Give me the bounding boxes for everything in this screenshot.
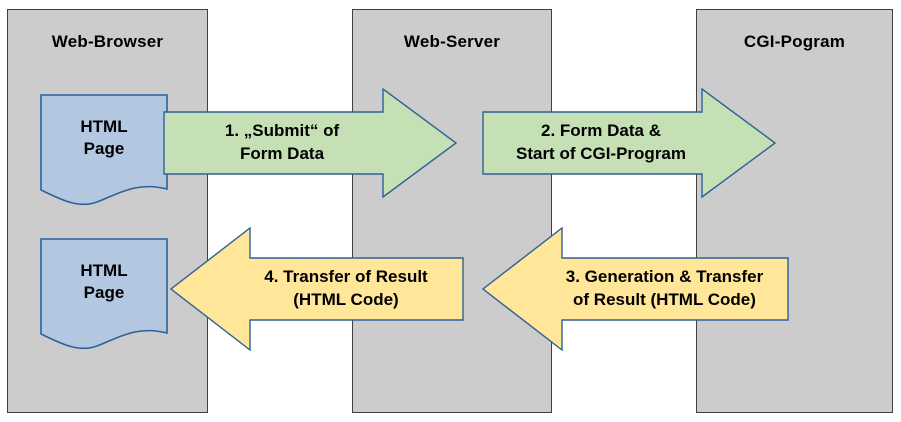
lane-title-web-server: Web-Server <box>403 32 501 51</box>
html-page-label-top: HTML Page <box>80 117 128 159</box>
html-page-document-top: HTML Page <box>40 94 168 206</box>
arrow-step-2-form-data-start-cgi: 2. Form Data & Start of CGI-Program <box>482 88 776 198</box>
right-arrow-icon <box>482 88 776 198</box>
lane-cgi-program: CGI-Pogram <box>696 9 893 413</box>
left-arrow-icon <box>482 227 789 351</box>
arrow-step-3-generation-transfer-result: 3. Generation & Transfer of Result (HTML… <box>482 227 789 351</box>
html-page-label-bottom: HTML Page <box>80 261 128 303</box>
right-arrow-icon <box>163 88 457 198</box>
left-arrow-icon <box>170 227 464 351</box>
lane-web-browser: Web-Browser <box>7 9 208 413</box>
lane-title-web-browser: Web-Browser <box>51 32 164 51</box>
arrow-step-4-transfer-result: 4. Transfer of Result (HTML Code) <box>170 227 464 351</box>
lane-title-cgi-program: CGI-Pogram <box>743 32 846 51</box>
document-shape-icon <box>40 238 168 350</box>
document-shape-icon <box>40 94 168 206</box>
html-page-document-bottom: HTML Page <box>40 238 168 350</box>
arrow-step-1-submit-form-data: 1. „Submit“ of Form Data <box>163 88 457 198</box>
lane-web-server: Web-Server <box>352 9 552 413</box>
